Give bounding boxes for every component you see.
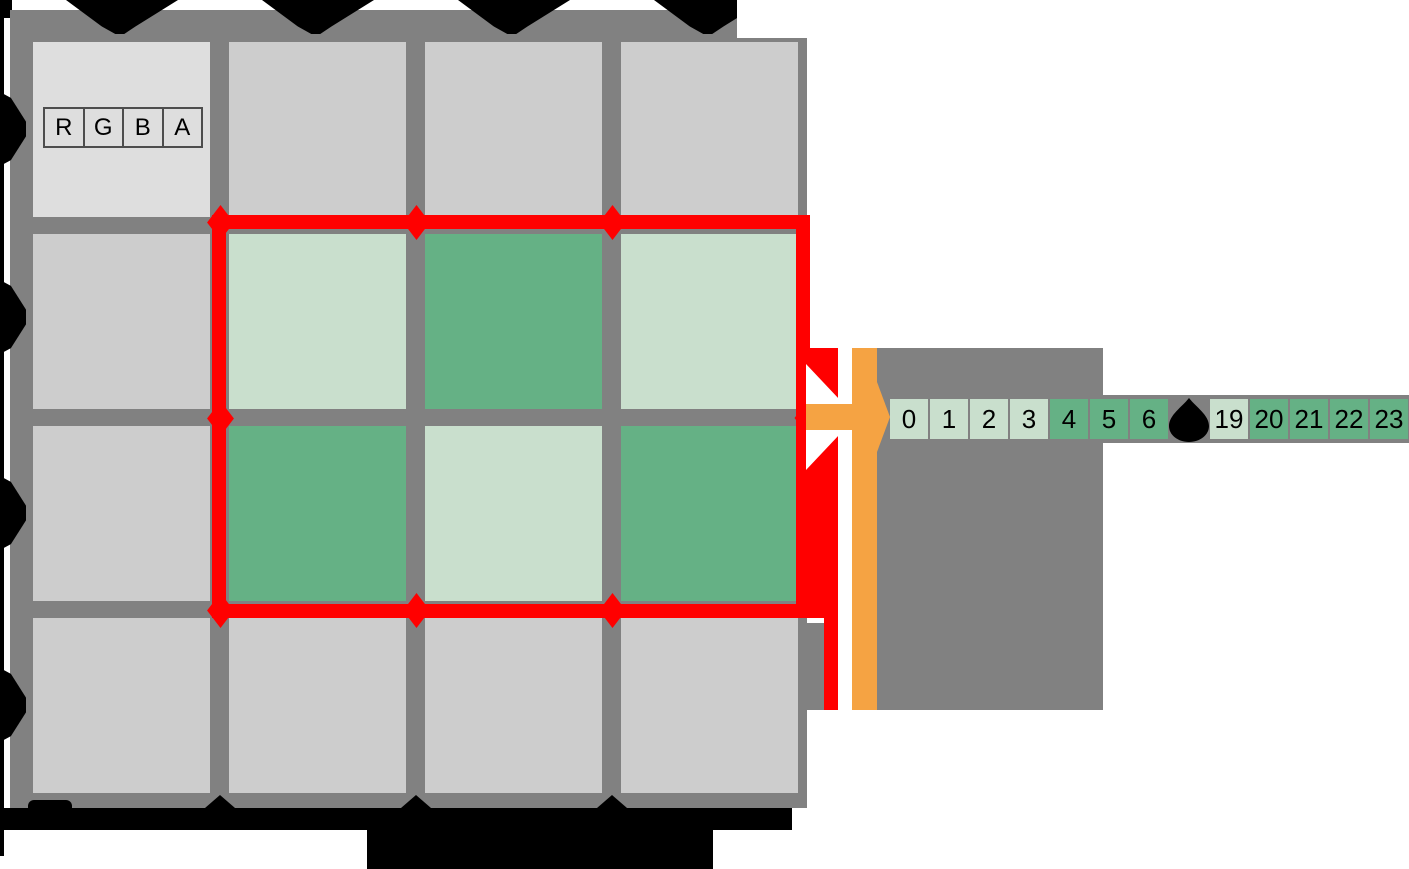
grid-cell-r1-c2 [425,234,602,409]
left-edge-line [0,0,4,856]
grid-cell-r2-c3 [621,426,798,601]
rgba-channel-label: B [124,109,164,146]
top-left-corner-mark [0,0,12,18]
byte-cell: 22 [1330,399,1368,439]
grid-cell-r0-c1 [229,42,406,217]
copy-arrow-white-gap [838,348,852,710]
texture-grid-background-extension [807,623,826,710]
selection-outline-right-tail [824,618,838,710]
byte-cell: 4 [1050,399,1088,439]
byte-cell: 5 [1090,399,1128,439]
bytes-ellipsis-blob-icon [1169,398,1209,442]
grid-cell-r2-c1 [229,426,406,601]
bottom-band-peak-icon [401,795,431,808]
bottom-band-peak-icon [597,795,627,808]
byte-cell: 3 [1010,399,1048,439]
selection-outline-bottom [212,604,838,618]
grid-cell-r2-c0 [33,426,210,601]
rgba-channel-label: G [85,109,124,146]
copy-bracket-bar [852,348,877,710]
rgba-channel-label: R [45,109,85,146]
grid-cell-r2-c2 [425,426,602,601]
bottom-clipped-arrow-band [4,808,792,830]
grid-cell-r3-c2 [425,618,602,793]
grid-cell-r1-c1 [229,234,406,409]
bottom-band-bump [28,800,72,810]
grid-cell-r1-c3 [621,234,798,409]
copy-arrow-shaft [806,404,877,430]
grid-cell-r0-c0 [33,42,210,217]
selection-outline-top [212,215,810,229]
rgba-channel-label: A [174,113,191,141]
byte-cell: 6 [1130,399,1168,439]
byte-cell: 20 [1250,399,1288,439]
grid-cell-r0-c3 [621,42,798,217]
byte-cell: 1 [930,399,968,439]
byte-cell: 23 [1370,399,1408,439]
grid-cell-r0-c2 [425,42,602,217]
byte-cell: 0 [890,399,928,439]
grid-cell-r3-c1 [229,618,406,793]
grid-cell-r3-c3 [621,618,798,793]
bottom-band-peak-icon [205,795,235,808]
byte-cell: 21 [1290,399,1328,439]
grid-cell-r3-c0 [33,618,210,793]
grid-cell-r1-c0 [33,234,210,409]
panel-corner-notch [737,0,811,38]
byte-cell: 19 [1210,399,1248,439]
byte-cell: 2 [970,399,1008,439]
bottom-clipped-block [367,830,713,869]
